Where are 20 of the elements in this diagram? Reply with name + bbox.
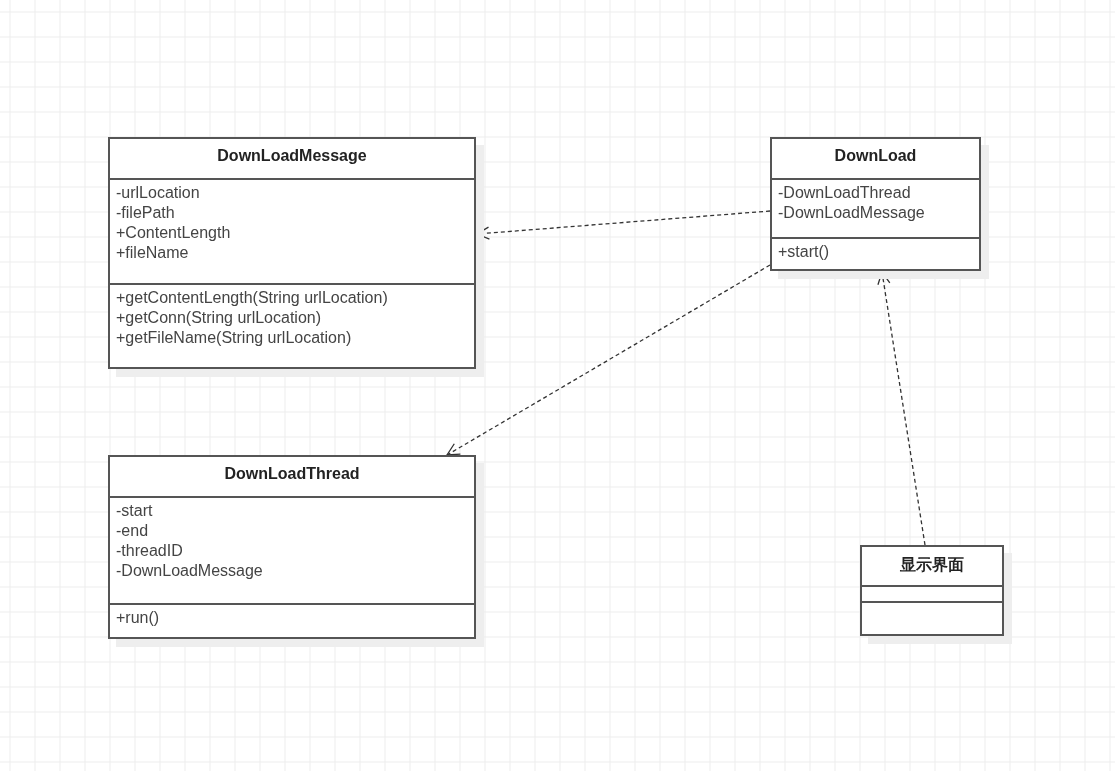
member-text: -threadID [116,541,184,561]
class-name: DownLoadMessage [216,147,368,165]
member-text: +getConn(String urlLocation) [116,308,322,328]
member-text: +ContentLength [116,223,232,243]
member-text: +getContentLength(String urlLocation) [116,288,389,308]
member-text: -DownLoadThread [778,183,912,203]
member-text: -DownLoadMessage [116,561,264,581]
member-text: +start() [778,242,831,262]
member-text: -end [116,521,150,541]
member-text: -start [116,501,154,521]
member-text: -urlLocation [116,183,201,203]
class-name: 显示界面 [899,555,965,575]
member-text: +fileName [116,243,190,263]
member-text: -filePath [116,203,176,223]
member-text: -DownLoadMessage [778,203,926,223]
member-text: +run() [116,608,161,628]
member-text: +getFileName(String urlLocation) [116,328,353,348]
class-name: DownLoad [833,147,918,165]
dependency-arrow [446,264,771,456]
class-name: DownLoadThread [223,465,361,483]
